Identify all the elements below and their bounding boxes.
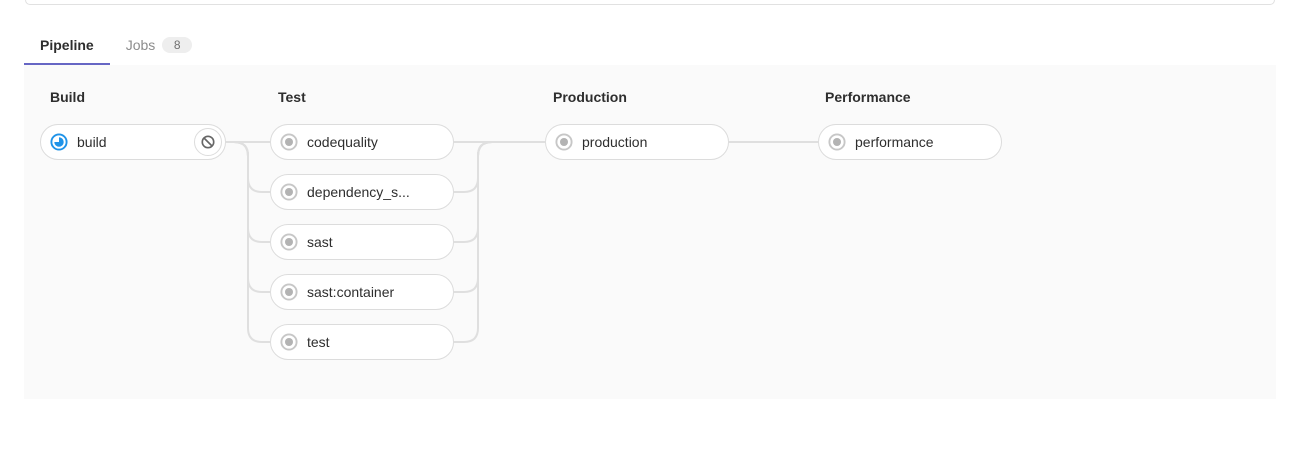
- stage-title-build: Build: [50, 89, 85, 105]
- stage-title-performance: Performance: [825, 89, 911, 105]
- status-created-icon: [280, 333, 298, 351]
- job-pill-sast[interactable]: sast: [270, 224, 454, 260]
- job-label: performance: [855, 134, 934, 150]
- status-created-icon: [828, 133, 846, 151]
- job-pill-production[interactable]: production: [545, 124, 729, 160]
- pipeline-tab-bar: Pipeline Jobs 8: [24, 27, 1276, 66]
- pipeline-graph: Build Test Production Performance build: [24, 65, 1276, 399]
- job-label: codequality: [307, 134, 378, 150]
- job-pill-codequality[interactable]: codequality: [270, 124, 454, 160]
- status-running-icon: [50, 133, 68, 151]
- job-label: test: [307, 334, 330, 350]
- jobs-count-badge: 8: [162, 37, 193, 53]
- job-label: sast:container: [307, 284, 395, 300]
- cancel-job-button[interactable]: [194, 128, 222, 156]
- job-label: dependency_s...: [307, 184, 410, 200]
- tab-jobs[interactable]: Jobs 8: [110, 27, 209, 66]
- status-created-icon: [280, 183, 298, 201]
- job-label: build: [77, 134, 107, 150]
- previous-section-card-edge: [25, 0, 1275, 5]
- job-pill-performance[interactable]: performance: [818, 124, 1002, 160]
- job-pill-dependency-scanning[interactable]: dependency_s...: [270, 174, 454, 210]
- tab-jobs-label: Jobs: [125, 37, 156, 53]
- status-created-icon: [280, 233, 298, 251]
- tab-pipeline-label: Pipeline: [40, 37, 94, 53]
- job-pill-test[interactable]: test: [270, 324, 454, 360]
- status-created-icon: [555, 133, 573, 151]
- status-created-icon: [280, 283, 298, 301]
- job-label: sast: [307, 234, 333, 250]
- stage-title-test: Test: [278, 89, 306, 105]
- ban-icon: [201, 135, 215, 149]
- pipeline-connector-lines: [226, 141, 818, 343]
- tab-pipeline[interactable]: Pipeline: [24, 27, 110, 66]
- job-pill-sast-container[interactable]: sast:container: [270, 274, 454, 310]
- job-pill-build[interactable]: build: [40, 124, 226, 160]
- stage-title-production: Production: [553, 89, 627, 105]
- status-created-icon: [280, 133, 298, 151]
- job-label: production: [582, 134, 648, 150]
